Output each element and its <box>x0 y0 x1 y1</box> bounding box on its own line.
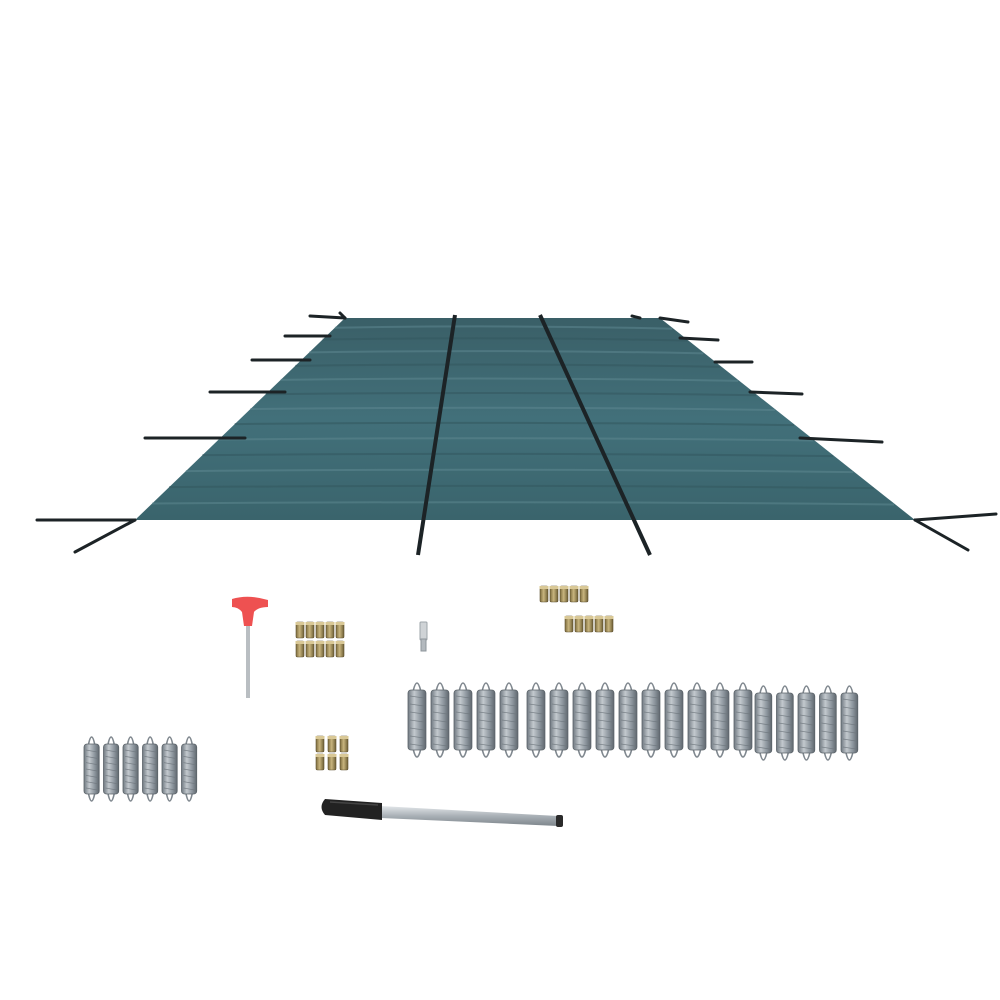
brass-anchor <box>315 753 325 771</box>
installation-rod <box>321 799 563 827</box>
cover-fold-line <box>202 452 834 458</box>
spring <box>453 682 473 758</box>
brass-anchor <box>339 735 349 753</box>
cover-strap <box>913 518 970 552</box>
cover-strap <box>308 314 347 320</box>
cover-fold-line <box>185 468 854 474</box>
cover-strap <box>338 311 347 320</box>
brass-anchor <box>315 640 325 658</box>
spring <box>618 682 638 758</box>
cover-strap <box>73 518 137 554</box>
cover-strap <box>748 390 804 396</box>
cover-webbing <box>416 314 652 556</box>
cover-fold-line <box>334 325 673 330</box>
brass-anchors <box>295 585 614 771</box>
spring <box>103 736 120 802</box>
cover-fold-line <box>295 363 721 368</box>
t-wrench <box>232 596 268 698</box>
cover-straps <box>35 311 998 554</box>
cover-strap <box>798 436 884 444</box>
brass-anchor <box>327 735 337 753</box>
t-wrench-handle <box>232 596 268 626</box>
brass-anchor <box>325 640 335 658</box>
brass-anchor <box>305 640 315 658</box>
brass-anchor <box>327 753 337 771</box>
spring <box>142 736 159 802</box>
spring <box>430 682 450 758</box>
brass-anchor <box>559 585 569 603</box>
cover-fold-line <box>265 391 757 397</box>
brass-anchor <box>305 621 315 639</box>
cover-fold-line <box>309 350 704 355</box>
spring <box>476 682 496 758</box>
cover-strap <box>658 316 690 324</box>
cover-fold-line <box>169 484 874 490</box>
cover-fold-line <box>322 337 688 342</box>
cover-fold-line <box>218 437 814 442</box>
spring <box>499 682 519 758</box>
spring <box>549 682 569 758</box>
spring <box>641 682 661 758</box>
brass-anchor <box>569 585 579 603</box>
cover-fold-line <box>250 406 775 412</box>
brass-anchor <box>295 640 305 658</box>
brass-anchor <box>564 615 574 633</box>
stainless-springs <box>83 682 859 802</box>
cover-strap <box>630 314 642 320</box>
spring <box>407 682 427 758</box>
cover-strap <box>913 512 998 522</box>
spring <box>161 736 178 802</box>
brass-anchor <box>549 585 559 603</box>
spring <box>572 682 592 758</box>
brass-anchor <box>315 621 325 639</box>
spring <box>776 685 794 761</box>
brass-anchor <box>315 735 325 753</box>
brass-anchor <box>579 585 589 603</box>
spring <box>754 685 773 761</box>
cover-fold-line <box>234 421 794 427</box>
spring <box>664 682 684 758</box>
brass-anchor <box>335 640 345 658</box>
brass-anchor <box>584 615 594 633</box>
brass-anchor <box>295 621 305 639</box>
cover-webbing-strap <box>538 314 652 556</box>
spring <box>797 685 816 761</box>
brass-anchor <box>594 615 604 633</box>
spring <box>687 682 707 758</box>
cover-mesh <box>135 318 915 520</box>
spring <box>83 736 100 802</box>
spring <box>181 736 198 802</box>
brass-anchor <box>539 585 549 603</box>
cover-webbing-strap <box>416 314 457 556</box>
setting-pin <box>419 621 428 652</box>
spring <box>819 685 837 761</box>
spring <box>526 682 546 758</box>
brass-anchor <box>325 621 335 639</box>
cover-fold-line <box>152 501 895 506</box>
cover-fold-line <box>280 377 739 382</box>
brass-anchor <box>604 615 614 633</box>
cover-strap <box>678 336 720 342</box>
brass-anchor <box>574 615 584 633</box>
pool-cover <box>35 311 998 556</box>
spring <box>595 682 615 758</box>
spring <box>710 682 730 758</box>
spring <box>733 682 753 758</box>
spring <box>122 736 139 802</box>
brass-anchor <box>335 621 345 639</box>
cover-fold-lines <box>152 325 895 506</box>
brass-anchor <box>339 753 349 771</box>
t-wrench-shaft <box>246 608 250 698</box>
spring <box>840 685 859 761</box>
